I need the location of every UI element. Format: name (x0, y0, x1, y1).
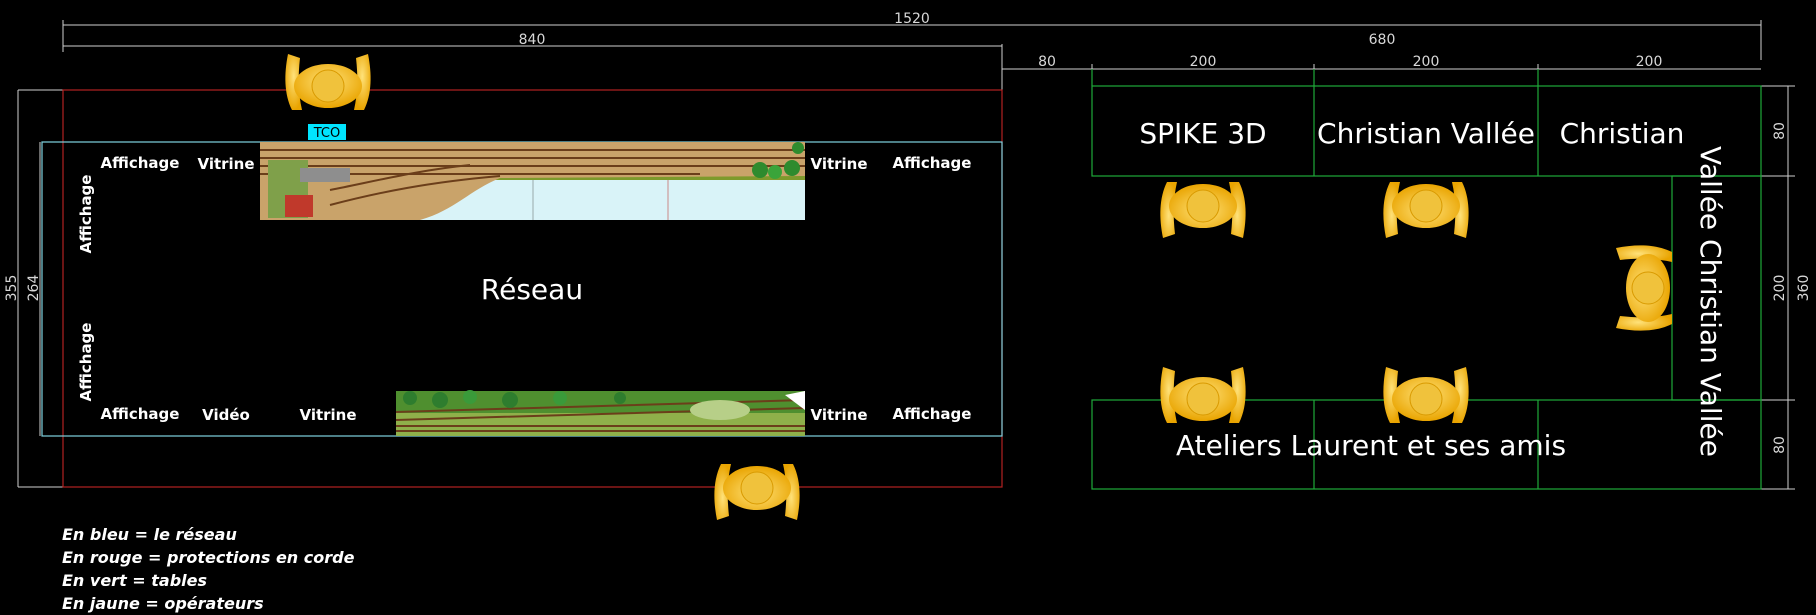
legend: En bleu = le réseau En rouge = protectio… (62, 523, 354, 615)
dim-total-height: 355 (4, 275, 20, 302)
table-spike-3d: SPIKE 3D (1139, 117, 1266, 150)
bottom-scenery (395, 390, 806, 436)
legend-blue: En bleu = le réseau (62, 525, 237, 544)
dim-table-1: 200 (1190, 54, 1217, 70)
legend-yellow: En jaune = opérateurs (62, 594, 264, 613)
label-vitrine-bottom-right: Vitrine (810, 406, 867, 424)
dim-left-width: 840 (519, 32, 546, 48)
operator-icon (713, 463, 801, 521)
table-christian-vallee-vertical: Vallée Christian Vallée (1694, 146, 1727, 457)
label-affichage-top-left: Affichage (101, 154, 180, 172)
operator-icon (1159, 181, 1247, 239)
label-affichage-bottom-right: Affichage (893, 405, 972, 423)
dim-right-mid: 200 (1772, 275, 1788, 302)
top-scenery (260, 142, 805, 220)
operator-icon (1159, 366, 1247, 424)
dim-right-width: 680 (1369, 32, 1396, 48)
dim-right-total: 360 (1796, 275, 1812, 302)
dim-reseau-height: 264 (26, 275, 42, 302)
tco-label: TCO (313, 126, 341, 141)
legend-red: En rouge = protections en corde (62, 548, 355, 567)
table-ateliers: Ateliers Laurent et ses amis (1176, 429, 1566, 462)
label-video: Vidéo (202, 406, 250, 424)
operator-icon (1382, 181, 1470, 239)
label-affichage-left-upper: Affichage (77, 175, 95, 254)
operator-icon (1615, 244, 1673, 332)
legend-green: En vert = tables (62, 571, 208, 590)
label-affichage-left-lower: Affichage (77, 323, 95, 402)
label-vitrine-bottom-left: Vitrine (299, 406, 356, 424)
dim-total-width: 1520 (894, 11, 930, 27)
label-affichage-bottom-left: Affichage (101, 405, 180, 423)
operator-icon (1382, 366, 1470, 424)
operator-icon (284, 53, 372, 111)
tco-badge (308, 124, 346, 140)
label-affichage-top-right: Affichage (893, 154, 972, 172)
table-christian-vallee-top: Christian Vallée (1317, 117, 1535, 150)
dim-table-2: 200 (1413, 54, 1440, 70)
label-vitrine-top-right: Vitrine (810, 155, 867, 173)
reseau-title: Réseau (481, 273, 583, 306)
dim-table-3: 200 (1636, 54, 1663, 70)
dim-gap: 80 (1038, 54, 1056, 70)
table-christian-top: Christian (1560, 117, 1685, 150)
dim-right-bottom: 80 (1772, 436, 1788, 454)
dim-right-top: 80 (1772, 122, 1788, 140)
label-vitrine-top-left: Vitrine (197, 155, 254, 173)
